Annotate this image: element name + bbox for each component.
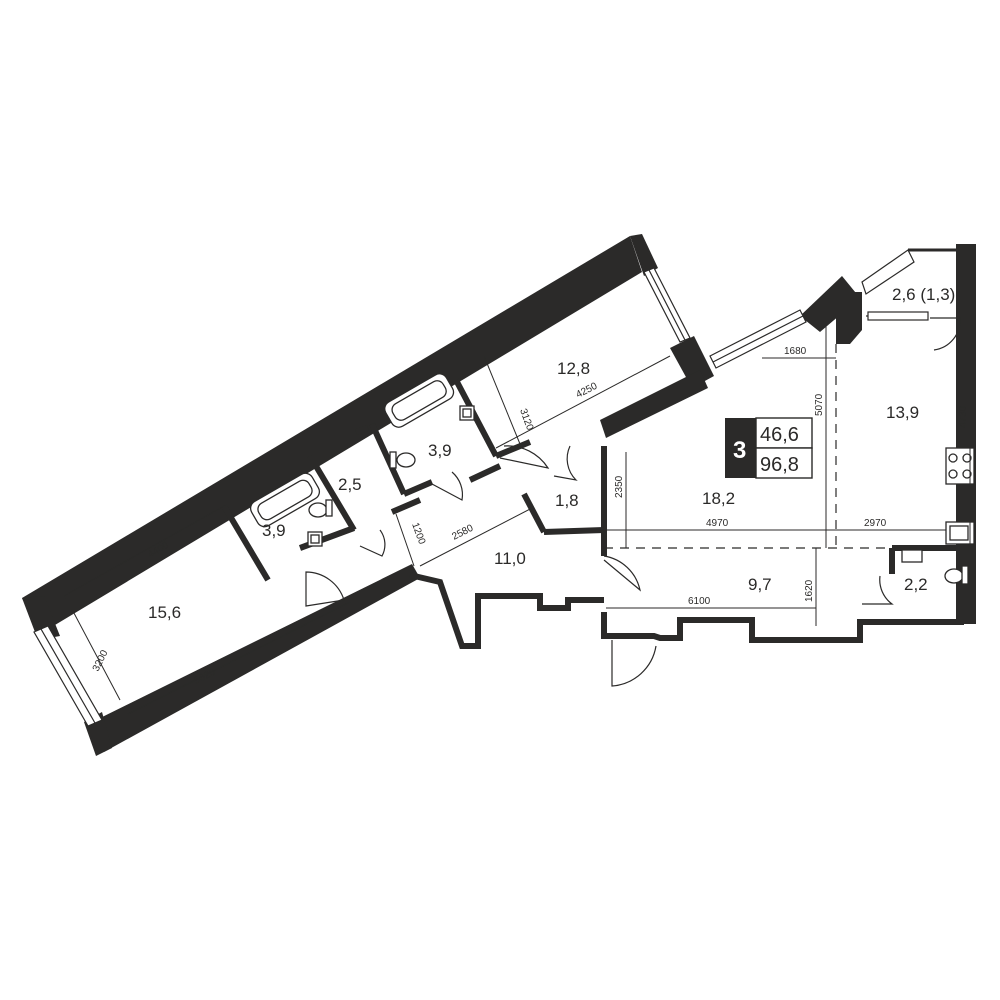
total-area-box	[755, 447, 813, 479]
dim-line-3200	[65, 597, 121, 701]
exterior-wall-kitchen-top-left	[836, 292, 862, 344]
room-area-bathroom-left: 3,9	[262, 521, 286, 540]
wall-bedroom-top-bottom	[494, 439, 532, 459]
bathtub-right-icon	[384, 373, 455, 428]
door-storage[interactable]	[553, 445, 578, 481]
room-area-living-room: 18,2	[702, 489, 735, 508]
door-bath-left[interactable]	[359, 529, 386, 557]
room-area-kitchen: 13,9	[886, 403, 919, 422]
exterior-wall-top-left	[22, 236, 642, 634]
door-bedroom-top[interactable]	[499, 445, 550, 469]
dim-label-3200: 3200	[91, 648, 111, 673]
door-bedroom-left[interactable]	[305, 571, 345, 607]
room-area-storage: 1,8	[555, 491, 579, 510]
stove-icon	[945, 447, 975, 485]
exterior-wall-bottom-steps-right	[601, 612, 964, 643]
sink-left-icon	[307, 531, 323, 547]
door-wc[interactable]	[862, 575, 894, 605]
door-bath-right[interactable]	[431, 471, 464, 501]
wall-hall-top-b	[468, 463, 502, 483]
dim-label-6100: 6100	[688, 596, 711, 607]
window-bedroom-left-line	[40, 628, 96, 724]
total-area-value: 96,8	[760, 454, 799, 476]
exterior-wall-top-right-end	[630, 234, 658, 276]
wc-sink-icon	[901, 549, 923, 563]
bathtub-left-icon	[249, 472, 321, 528]
room-area-wc: 2,2	[904, 575, 928, 594]
wall-bath-right-a	[453, 378, 499, 458]
room-area-entrance-hall: 9,7	[748, 575, 772, 594]
dim-label-4970: 4970	[706, 518, 729, 529]
toilet-left-icon	[308, 499, 333, 518]
exterior-wall-living-column	[800, 276, 860, 332]
wall-corridor-right	[369, 422, 407, 496]
dim-label-2350: 2350	[614, 475, 625, 498]
dim-line-4400	[63, 505, 225, 597]
dim-line-5620	[127, 601, 351, 715]
room-area-corridor-small: 2,5	[338, 475, 362, 494]
room-area-bathroom-right: 3,9	[428, 441, 452, 460]
exterior-wall-column-12-8	[670, 336, 714, 388]
wall-bath-left-stub	[355, 425, 369, 435]
dim-line-4250	[495, 355, 671, 449]
dim-line-2580	[419, 507, 533, 567]
wall-storage-b	[543, 527, 605, 535]
exterior-wall-left-end	[22, 596, 60, 640]
apartment-badge: 3 46,6 96,8	[725, 417, 813, 479]
wall-storage-a	[521, 492, 547, 534]
exterior-wall-bottom-left	[88, 564, 420, 752]
window-balcony	[861, 249, 915, 295]
dim-label-1680: 1680	[784, 346, 807, 357]
dim-label-3120: 3120	[517, 407, 535, 432]
toilet-right-icon	[389, 451, 416, 469]
rooms-count-box	[725, 418, 756, 478]
door-entrance[interactable]	[611, 640, 657, 687]
door-balcony[interactable]	[930, 317, 961, 351]
window-bedroom-top-line	[648, 269, 686, 341]
dim-label-1200: 1200	[409, 521, 427, 546]
living-area-value: 46,6	[760, 424, 799, 446]
room-area-balcony: 2,6 (1,3)	[892, 285, 955, 304]
dim-label-2970: 2970	[864, 518, 887, 529]
wall-hall-top	[390, 497, 422, 515]
room-area-hallway: 11,0	[494, 549, 526, 568]
rooms-count: 3	[733, 437, 746, 464]
dim-label-4250: 4250	[574, 381, 599, 401]
room-area-bedroom-left: 15,6	[148, 603, 181, 622]
window-living-line	[712, 315, 804, 363]
exterior-wall-lower-12-8	[600, 370, 708, 438]
wall-bath-right-bottom	[402, 479, 434, 497]
dim-label-1620: 1620	[804, 579, 815, 602]
window-kitchen	[867, 311, 929, 321]
dim-line-1200	[395, 513, 415, 567]
kitchen-sink-icon	[945, 521, 975, 545]
dim-label-5070: 5070	[814, 393, 825, 416]
dim-label-4730: 4730	[958, 405, 969, 428]
wc-toilet-icon	[944, 565, 969, 585]
exterior-wall-bottom-steps	[409, 572, 604, 649]
sink-right-icon	[459, 405, 475, 421]
dim-line-3120	[483, 355, 521, 445]
wall-bath-left-b	[307, 454, 357, 532]
wall-bath-left-a	[221, 504, 271, 582]
door-hall[interactable]	[603, 555, 641, 592]
room-area-bedroom-top: 12,8	[557, 359, 590, 378]
